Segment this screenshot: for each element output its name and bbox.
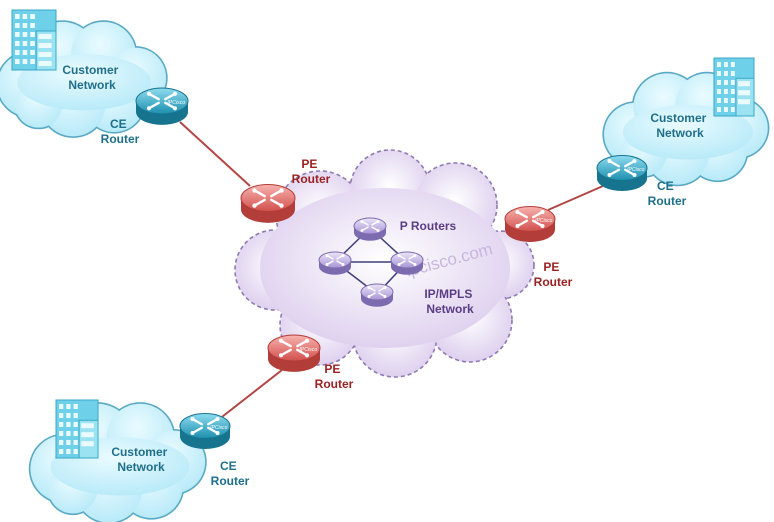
core-cloud: [234, 149, 535, 378]
pe-router-icon-south: IPCisco: [267, 334, 321, 372]
link-ce-east-to-pe-east: [547, 185, 604, 211]
label-ce-router-east-line1: CE: [657, 179, 674, 193]
label-customer-network-sw-line2: Network: [117, 460, 165, 474]
ce-router-icon-nw-badge: IPCisco: [167, 100, 185, 106]
label-ce-router-nw-line2: Router: [101, 132, 140, 146]
customer-cloud-east: [602, 71, 770, 187]
buildings: [11, 9, 755, 459]
label-ip-mpls-network-line1: IP/MPLS: [424, 287, 472, 301]
label-pe-router-west: PE Router: [292, 157, 331, 186]
pe-router-icon-south-badge: IPCisco: [299, 347, 317, 353]
label-pe-router-south: PE Router: [315, 362, 354, 391]
building-icon-east: [713, 57, 755, 117]
building-icon-sw: [55, 399, 99, 459]
pe-router-icon-west: [240, 184, 296, 223]
label-pe-router-east: PE Router: [534, 260, 573, 289]
label-ip-mpls-network: IP/MPLS Network: [424, 287, 475, 316]
ce-router-icon-sw: IPCisco: [179, 413, 231, 449]
label-customer-network-east-line2: Network: [656, 126, 704, 140]
label-customer-network-sw: Customer Network: [111, 445, 170, 474]
customer-clouds: [0, 20, 770, 522]
label-pe-router-east-line1: PE: [543, 260, 559, 274]
pe-router-icon-east: IPCisco: [504, 206, 556, 242]
label-pe-router-west-line2: Router: [292, 172, 331, 186]
label-pe-router-south-line2: Router: [315, 377, 354, 391]
ce-router-icon-east: IPCisco: [596, 155, 648, 191]
labels: Customer Network CE Router PE Router P R…: [62, 63, 709, 488]
label-ce-router-sw-line1: CE: [220, 459, 237, 473]
label-p-routers: P Routers: [400, 219, 457, 233]
ce-router-icon-nw: IPCisco: [135, 87, 189, 125]
ce-router-icon-sw-badge: IPCisco: [210, 425, 227, 431]
label-customer-network-east: Customer Network: [650, 111, 709, 140]
p-router-icon-bottom: [360, 283, 394, 307]
label-ce-router-sw-line2: Router: [211, 474, 250, 488]
label-customer-network-sw-line1: Customer: [111, 445, 167, 459]
label-customer-network-east-line1: Customer: [650, 111, 706, 125]
ce-router-icon-east-badge: IPCisco: [627, 167, 644, 173]
label-ce-router-east: CE Router: [648, 179, 687, 208]
label-ce-router-east-line2: Router: [648, 194, 687, 208]
label-pe-router-south-line1: PE: [324, 362, 340, 376]
links: [179, 121, 604, 421]
label-customer-network-nw-line1: Customer: [62, 63, 118, 77]
p-router-icon-left: [318, 251, 352, 275]
label-ce-router-nw: CE Router: [101, 117, 140, 146]
link-ce-nw-to-pe-west: [179, 121, 251, 187]
p-router-icon-top: [353, 217, 387, 241]
p-router-icon-right: [390, 251, 424, 275]
link-ce-sw-to-pe-south: [217, 369, 283, 421]
label-customer-network-nw: Customer Network: [62, 63, 121, 92]
label-ip-mpls-network-line2: Network: [426, 302, 474, 316]
label-ce-router-nw-line1: CE: [110, 117, 127, 131]
label-pe-router-east-line2: Router: [534, 275, 573, 289]
label-customer-network-nw-line2: Network: [68, 78, 116, 92]
pe-router-icon-east-badge: IPCisco: [535, 218, 552, 224]
building-icon-nw: [11, 9, 57, 71]
label-pe-router-west-line1: PE: [301, 157, 317, 171]
label-ce-router-sw: CE Router: [211, 459, 250, 488]
